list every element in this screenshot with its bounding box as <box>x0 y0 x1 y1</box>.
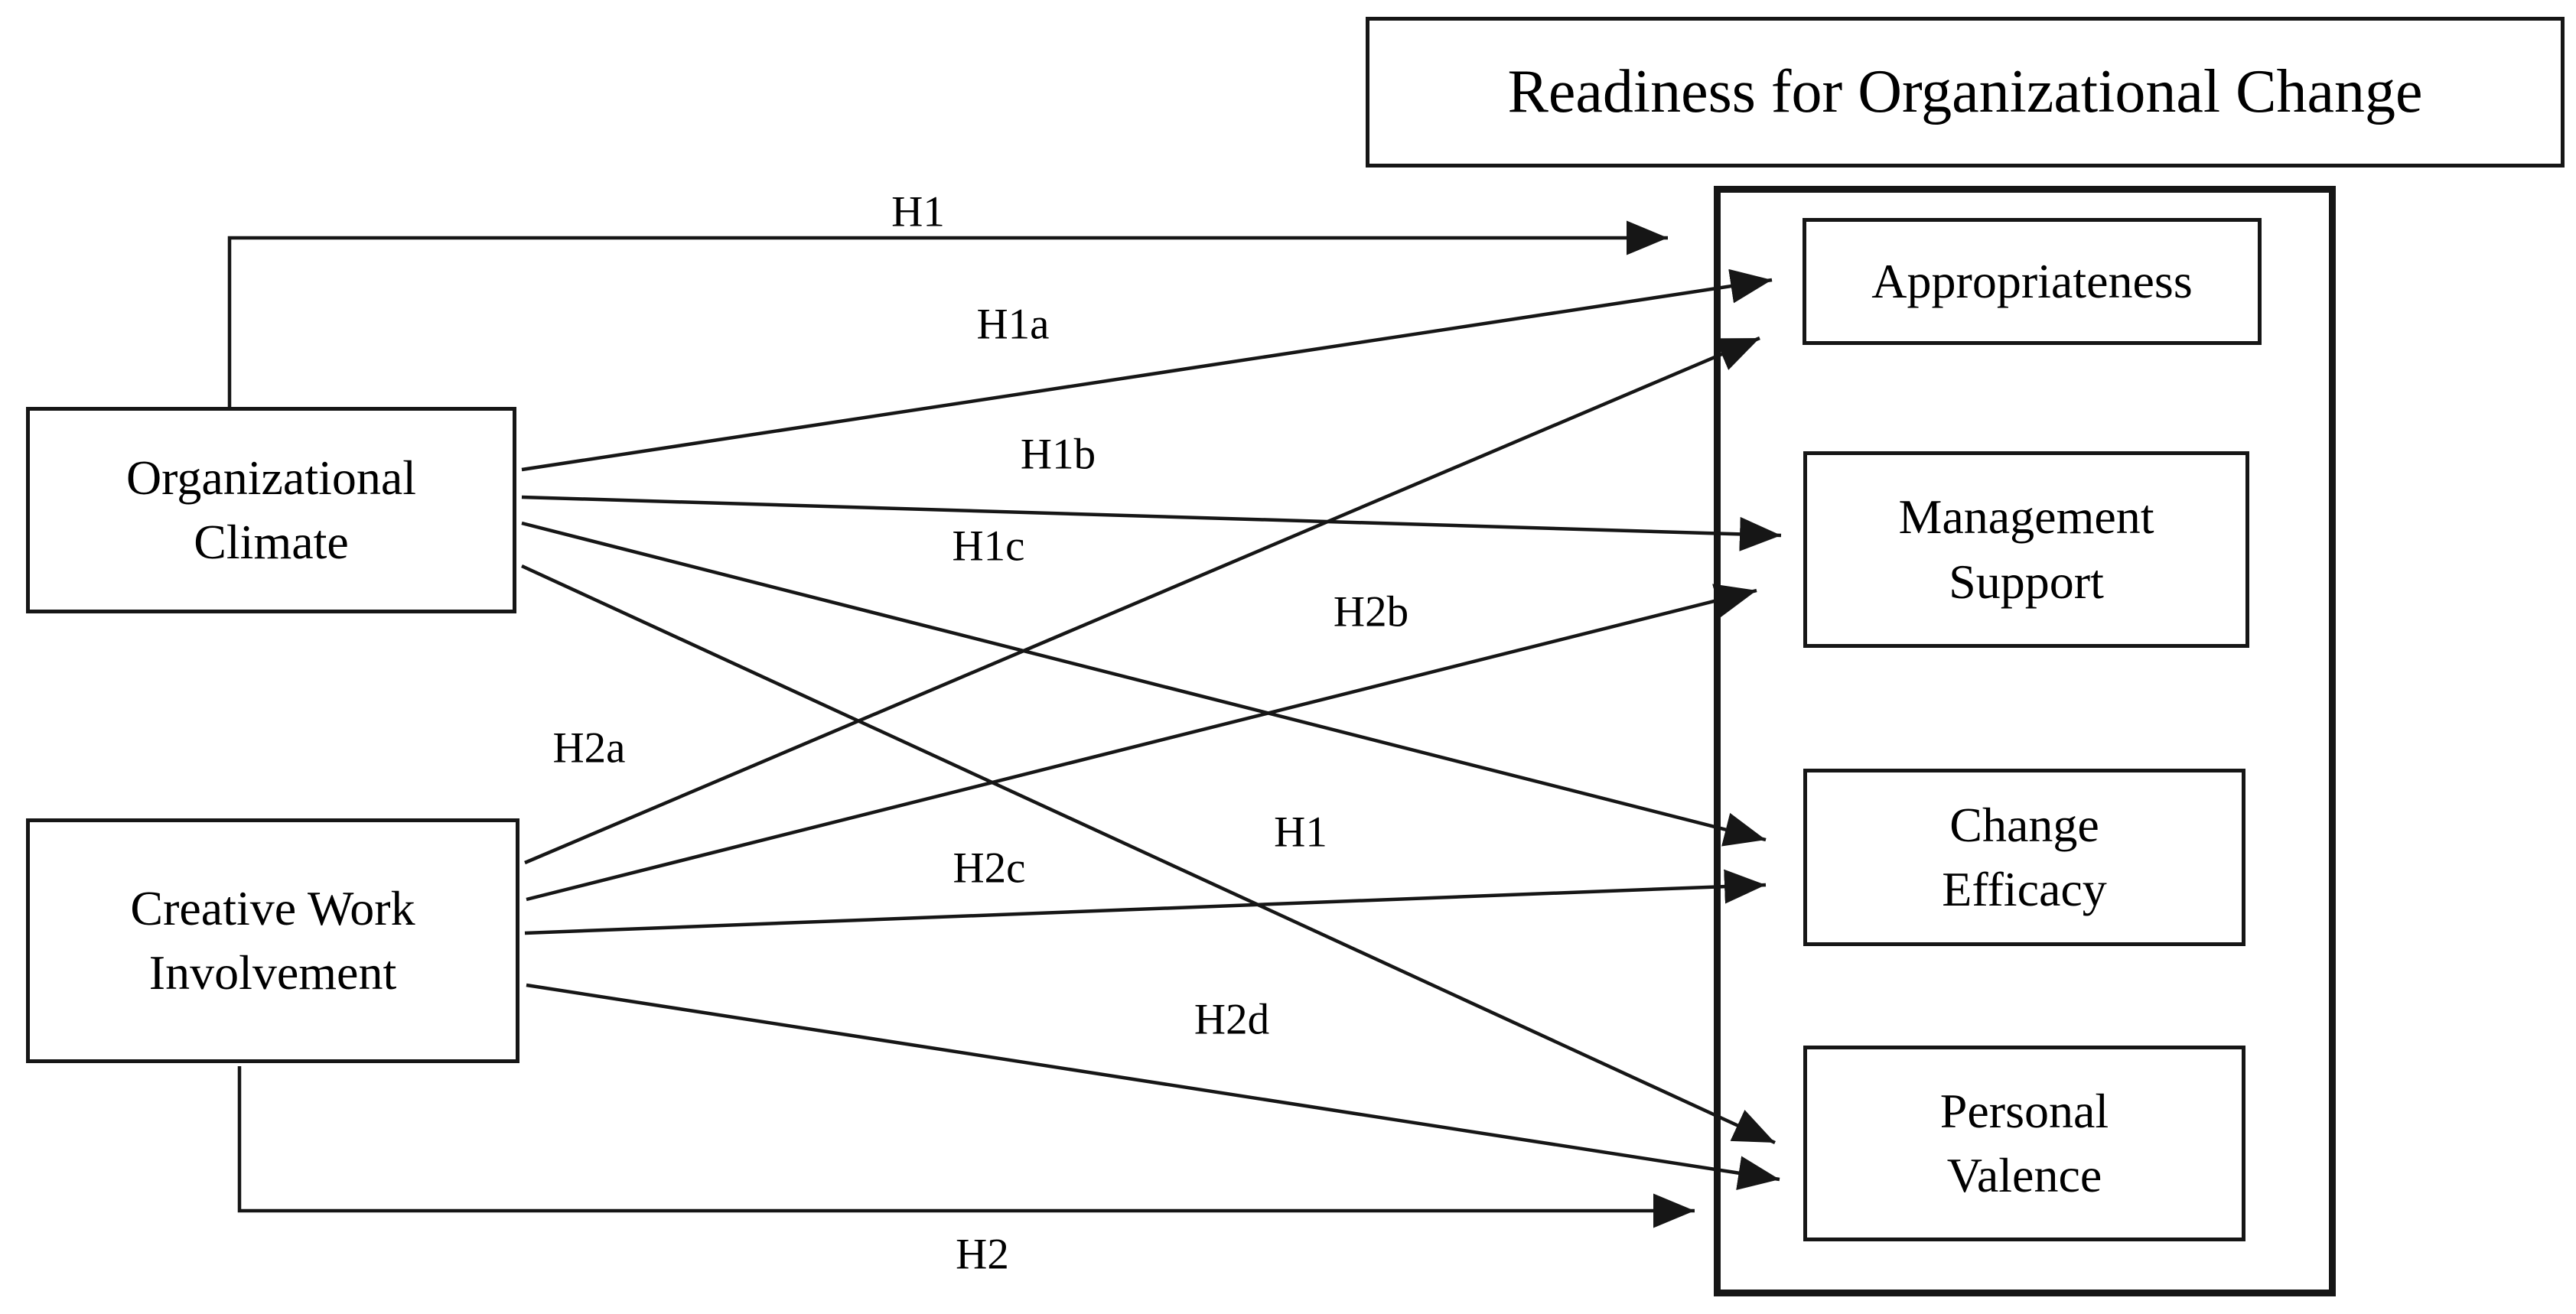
arrow-h1c <box>521 521 1767 847</box>
node-label: Personal Valence <box>1939 1083 2109 1202</box>
arrow-h1-to-personal-valence <box>521 564 1776 1145</box>
node-label: Appropriateness <box>1871 253 2193 308</box>
node-label: Change Efficacy <box>1942 797 2107 916</box>
arrow-h2c <box>524 869 1767 935</box>
node-label: Management Support <box>1898 489 2154 609</box>
edge-label-h1a: H1a <box>976 300 1050 349</box>
edge-label-h1c: H1c <box>952 522 1025 571</box>
arrow-h2a <box>524 336 1760 865</box>
edge-label-h1-direct: H1 <box>891 187 945 236</box>
node-creative-work-involvement: Creative Work Involvement <box>26 818 519 1063</box>
edge-label-h2a: H2a <box>552 724 626 772</box>
arrow-h1-direct <box>227 220 1668 407</box>
edge-label-h1-mid: H1 <box>1274 808 1327 857</box>
arrow-h2-direct <box>237 1066 1695 1228</box>
outcome-group-title-box: Readiness for Organizational Change <box>1366 17 2565 168</box>
node-appropriateness: Appropriateness <box>1803 218 2262 345</box>
arrow-h1a <box>521 268 1773 472</box>
node-label: Creative Work Involvement <box>130 880 415 1000</box>
edge-label-h2c: H2c <box>953 844 1026 893</box>
node-label: Organizational Climate <box>125 450 417 569</box>
edge-label-h1b: H1b <box>1020 430 1096 479</box>
edge-label-h2-direct: H2 <box>956 1230 1009 1279</box>
edge-label-h2d: H2d <box>1194 995 1270 1044</box>
outcome-group-title: Readiness for Organizational Change <box>1507 58 2423 125</box>
node-personal-valence: Personal Valence <box>1803 1046 2245 1241</box>
arrow-h1b <box>521 495 1782 551</box>
arrow-h2b <box>526 584 1757 902</box>
node-management-support: Management Support <box>1803 451 2249 648</box>
edge-label-h2b: H2b <box>1333 587 1409 636</box>
node-organizational-climate: Organizational Climate <box>26 407 516 613</box>
node-change-efficacy: Change Efficacy <box>1803 769 2245 946</box>
arrow-h2d <box>526 983 1780 1190</box>
outcome-group-container <box>1714 186 2336 1296</box>
